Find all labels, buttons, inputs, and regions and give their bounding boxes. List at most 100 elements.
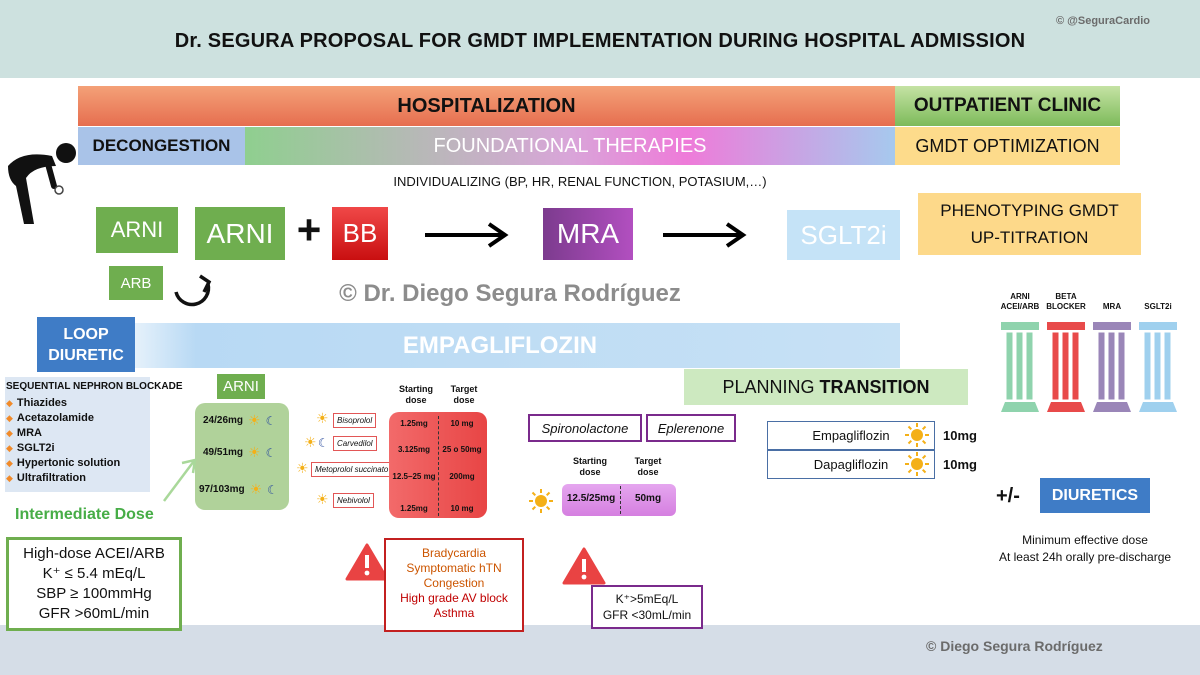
bisoprolol-label: Bisoprolol	[333, 413, 377, 428]
mra-dose-panel: 12.5/25mg 50mg	[562, 484, 676, 516]
loop-diuretic-line1: LOOP	[63, 325, 109, 343]
criteria-line: SBP ≥ 100mmHg	[36, 585, 152, 602]
bb-target-dose: 25 o 50mg	[442, 445, 482, 454]
transition-label: TRANSITION	[819, 376, 930, 397]
pillar	[1139, 322, 1177, 412]
mra-starting-dose-header: Starting dose	[572, 456, 607, 477]
bb-starting-dose: 1.25mg	[400, 504, 428, 513]
planning-label: PLANNING	[722, 376, 820, 397]
mra-contraindication-item: GFR <30mL/min	[602, 608, 692, 622]
diuretics-note-line2: At least 24h orally pre-discharge	[998, 550, 1172, 564]
sun-icon: ☀	[316, 410, 329, 426]
arni-dose-value: 24/26mg	[203, 415, 244, 426]
sun-icon: ☀	[249, 481, 263, 497]
page-title: Dr. SEGURA PROPOSAL FOR GMDT IMPLEMENTAT…	[174, 30, 1026, 52]
phenotyping-line2: UP-TITRATION	[970, 228, 1089, 247]
pillars-icon	[1001, 322, 1177, 412]
eplerenone-box: Eplerenone	[646, 414, 736, 442]
pillar-label: BETA BLOCKER	[1046, 292, 1086, 311]
nephron-blockade-title: SEQUENTIAL NEPHRON BLOCKADE	[6, 381, 183, 392]
outpatient-clinic-bar: OUTPATIENT CLINIC	[895, 86, 1120, 126]
copyright-top: © @SeguraCardio	[1055, 15, 1150, 27]
list-item: Ultrafiltration	[17, 471, 120, 486]
arni-dose-value: 49/51mg	[203, 447, 244, 458]
arni-dose-panel: 24/26mg ☀☾ 49/51mg ☀ ☾ 97/103mg ☀ ☾	[195, 403, 289, 510]
pillar	[1047, 322, 1085, 412]
arni-dose-value: 97/103mg	[199, 484, 245, 495]
pillar	[1093, 322, 1131, 412]
moon-icon: ☾	[265, 445, 277, 460]
mra-starting-dose: 12.5/25mg	[566, 493, 616, 504]
mra-dose-divider	[620, 486, 621, 514]
arni-dose-row: 49/51mg ☀ ☾	[203, 444, 276, 461]
right-arrow-icon	[425, 222, 509, 248]
warning-icon	[562, 547, 606, 585]
sun-icon: ☀	[296, 460, 309, 476]
bb-target-dose: 10 mg	[450, 504, 474, 513]
sun-icon: ☀	[248, 444, 261, 460]
bb-caution-item: Congestion	[423, 576, 485, 590]
arni-dose-row: 24/26mg ☀☾	[203, 412, 276, 429]
bb-dose-divider	[438, 416, 439, 516]
mra-contraindication-item: K⁺>5mEq/L	[615, 592, 679, 606]
sun-icon: ☀	[316, 491, 329, 507]
bb-target-dose-header: Target dose	[450, 384, 478, 405]
criteria-line: GFR >60mL/min	[38, 605, 150, 622]
nebivolol-label: Nebivolol	[333, 493, 374, 508]
four-pillars: ARNI ACEI/ARB BETA BLOCKER MRA SGLT2i	[997, 292, 1187, 422]
bb-box: BB	[332, 207, 388, 260]
arni-box: ARNI	[195, 207, 285, 260]
sglt2i-dose: 10mg	[943, 457, 977, 472]
pillar-label: MRA	[1102, 302, 1122, 311]
phenotyping-box: PHENOTYPING GMDT UP-TITRATION	[918, 193, 1141, 255]
diuretics-note-line1: Minimum effective dose	[1022, 533, 1148, 547]
metoprolol-label: Metoprolol succinato	[311, 462, 393, 477]
bb-target-dose: 10 mg	[450, 419, 474, 428]
decongestion-bar: DECONGESTION	[78, 127, 245, 165]
watermark: © Dr. Diego Segura Rodríguez	[339, 280, 681, 307]
spironolactone-box: Spironolactone	[528, 414, 642, 442]
nephron-blockade-list: Thiazides Acetazolamide MRA SGLT2i Hyper…	[17, 396, 120, 486]
loop-diuretic-line2: DIURETIC	[48, 346, 124, 364]
loop-diuretic-box: LOOP DIURETIC	[37, 317, 135, 372]
mra-box: MRA	[543, 208, 633, 260]
right-arrow-icon	[663, 222, 747, 248]
arni-dose-row: 97/103mg ☀ ☾	[199, 481, 278, 498]
sglt2i-drug: Dapagliflozin	[813, 457, 889, 472]
header-band	[0, 0, 1200, 78]
bb-caution-item: Bradycardia	[421, 546, 487, 560]
bb-target-dose: 200mg	[449, 472, 475, 481]
arni-criteria-box: High-dose ACEI/ARB K⁺ ≤ 5.4 mEq/L SBP ≥ …	[6, 537, 182, 631]
table-row: Dapagliflozin	[767, 450, 935, 479]
sglt2i-drug: Empagliflozin	[812, 428, 890, 443]
bb-starting-dose: 3.125mg	[397, 445, 431, 454]
intermediate-dose-label: Intermediate Dose	[15, 506, 154, 523]
copyright-bottom: © Diego Segura Rodríguez	[926, 638, 1103, 654]
arb-box: ARB	[109, 266, 163, 300]
warning-icon	[345, 543, 389, 581]
moon-icon: ☾	[267, 482, 278, 497]
individualizing-note: INDIVIDUALIZING (BP, HR, RENAL FUNCTION,…	[393, 174, 767, 189]
pillar	[1001, 322, 1039, 412]
gmdt-optimization-bar: GMDT OPTIMIZATION	[895, 127, 1120, 165]
sun-icon	[905, 452, 929, 476]
diuretics-note: Minimum effective dose At least 24h oral…	[975, 532, 1195, 566]
phenotyping-line1: PHENOTYPING GMDT	[940, 201, 1119, 220]
bb-contraindication-item: Asthma	[433, 606, 475, 620]
patient-icon	[8, 143, 76, 224]
hospitalization-bar: HOSPITALIZATION	[78, 86, 895, 126]
sun-icon	[905, 423, 929, 447]
sun-icon	[529, 489, 553, 513]
pillar-label: SGLT2i	[1144, 302, 1172, 311]
sglt2i-dose: 10mg	[943, 428, 977, 443]
moon-icon: ☾	[318, 436, 329, 450]
plus-sign: +	[296, 206, 322, 253]
sun-icon: ☀	[248, 412, 261, 428]
mra-target-dose: 50mg	[634, 493, 662, 504]
planning-transition-bar: PLANNING TRANSITION	[684, 369, 968, 405]
list-item: MRA	[17, 426, 120, 441]
foundational-therapies-bar: FOUNDATIONAL THERAPIES	[245, 127, 895, 165]
footer-band	[0, 625, 1200, 675]
bb-starting-dose: 12.5–25 mg	[392, 472, 436, 481]
list-item: Hypertonic solution	[17, 456, 120, 471]
